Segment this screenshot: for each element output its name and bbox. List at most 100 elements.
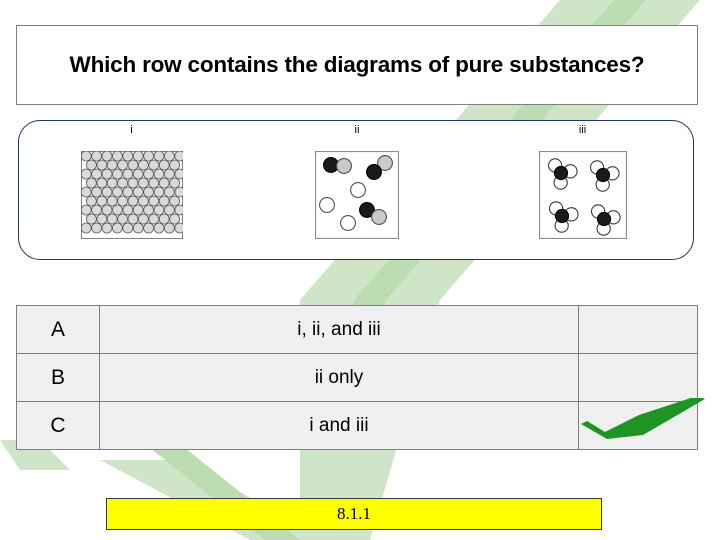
diagram-label-iii: iii bbox=[578, 124, 587, 136]
lattice-particle bbox=[168, 195, 180, 207]
lattice-particle bbox=[106, 177, 118, 189]
lattice-particle bbox=[85, 159, 97, 171]
lattice-particle bbox=[121, 168, 133, 180]
lattice-particle bbox=[132, 151, 144, 162]
diagram-item-i: i bbox=[19, 121, 244, 261]
correct-answer-marker bbox=[579, 396, 719, 448]
lattice-particle bbox=[101, 222, 112, 234]
lattice-particle bbox=[158, 159, 170, 171]
answer-text-b[interactable]: ii only bbox=[99, 353, 579, 402]
question-title-box: Which row contains the diagrams of pure … bbox=[16, 25, 698, 105]
mixture-atom-single bbox=[340, 215, 356, 231]
compound-center-atom bbox=[595, 167, 610, 183]
lattice-particle bbox=[137, 177, 149, 189]
lattice-particle bbox=[85, 195, 97, 207]
compound-center-atom bbox=[596, 211, 611, 227]
answer-text-c[interactable]: i and iii bbox=[99, 401, 579, 450]
lattice-particle bbox=[127, 195, 138, 207]
lattice-particle bbox=[85, 213, 97, 225]
lattice-particle bbox=[106, 159, 118, 171]
lattice-particle bbox=[121, 151, 133, 162]
answer-text-a[interactable]: i, ii, and iii bbox=[99, 305, 579, 354]
lattice-particle bbox=[173, 151, 183, 162]
lattice-particle bbox=[163, 168, 175, 180]
lattice-particle bbox=[90, 222, 102, 234]
lattice-particle bbox=[163, 151, 175, 162]
lattice-particle bbox=[147, 213, 159, 225]
lattice-particle bbox=[85, 177, 97, 189]
lattice-particle bbox=[116, 159, 128, 171]
diagram-label-ii: ii bbox=[354, 124, 360, 136]
lattice-particle bbox=[90, 168, 102, 180]
lattice-particle bbox=[173, 204, 183, 216]
lattice-particle bbox=[163, 186, 175, 198]
lattice-particle bbox=[80, 151, 92, 162]
lattice-particle bbox=[121, 186, 133, 198]
lattice-particle bbox=[173, 168, 183, 180]
lattice-particle bbox=[95, 177, 107, 189]
lattice-particle bbox=[137, 213, 149, 225]
lattice-particle bbox=[158, 195, 170, 207]
lattice-particle bbox=[106, 213, 118, 225]
lattice-particle bbox=[142, 222, 154, 234]
lattice-particle bbox=[111, 151, 123, 162]
mixture-atom-diatomic bbox=[336, 158, 352, 174]
lattice-particle bbox=[147, 177, 159, 189]
lattice-particle bbox=[127, 177, 138, 189]
compound-center-atom bbox=[553, 165, 568, 181]
lattice-particle bbox=[142, 168, 154, 180]
lattice-particle bbox=[111, 222, 123, 234]
lattice-particle bbox=[116, 195, 128, 207]
answer-letter-a: A bbox=[16, 305, 100, 354]
mixture-atom-single bbox=[350, 182, 366, 198]
lattice-particle bbox=[127, 159, 138, 171]
diagram-art-mixture bbox=[315, 151, 399, 239]
mixture-atom-diatomic bbox=[371, 209, 387, 225]
lattice-particle bbox=[80, 222, 92, 234]
lattice-particle bbox=[90, 186, 102, 198]
lattice-particle bbox=[158, 177, 170, 189]
lattice-particle bbox=[147, 159, 159, 171]
diagram-art-compound bbox=[538, 151, 627, 239]
lattice-particle bbox=[90, 204, 102, 216]
lattice-particle bbox=[127, 213, 138, 225]
lattice-particle bbox=[132, 204, 144, 216]
lattice-particle bbox=[111, 204, 123, 216]
lattice-particle bbox=[121, 204, 133, 216]
lattice-particle bbox=[153, 151, 164, 162]
lattice-particle bbox=[153, 168, 164, 180]
lattice-particle bbox=[111, 168, 123, 180]
diagram-item-ii: ii bbox=[244, 121, 470, 261]
lattice-particle bbox=[121, 222, 133, 234]
answer-mark-c bbox=[578, 396, 705, 450]
lattice-particle bbox=[80, 186, 92, 198]
lattice-particle bbox=[95, 213, 107, 225]
lattice-particle bbox=[101, 151, 112, 162]
lattice-particle bbox=[168, 177, 180, 189]
lattice-particle bbox=[163, 204, 175, 216]
lattice-particle bbox=[153, 204, 164, 216]
lattice-particle bbox=[95, 195, 107, 207]
mixture-atom-diatomic bbox=[366, 164, 382, 180]
lattice-particle bbox=[90, 151, 102, 162]
lattice-particle bbox=[142, 151, 154, 162]
lattice-particle bbox=[173, 186, 183, 198]
lattice-particle bbox=[163, 222, 175, 234]
lattice-particle bbox=[137, 159, 149, 171]
lattice-particle bbox=[132, 186, 144, 198]
lattice-particle bbox=[101, 186, 112, 198]
diagram-item-iii: iii bbox=[470, 121, 695, 261]
lattice-particles bbox=[80, 151, 183, 234]
lattice-particle bbox=[142, 186, 154, 198]
lesson-code-bar: 8.1.1 bbox=[106, 498, 602, 530]
lattice-particle bbox=[80, 168, 92, 180]
lattice-particle bbox=[116, 213, 128, 225]
answer-letter-c: C bbox=[16, 401, 100, 450]
lattice-particle bbox=[101, 168, 112, 180]
lattice-particle bbox=[168, 213, 180, 225]
diagram-art-lattice bbox=[80, 151, 183, 239]
